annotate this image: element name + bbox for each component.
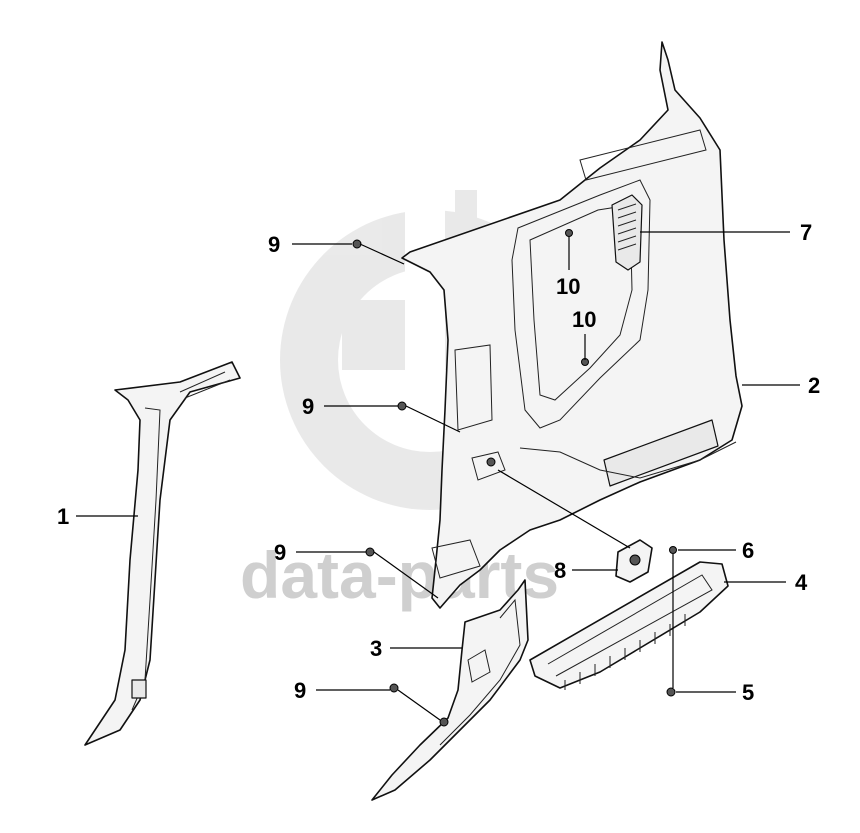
callout-9-a: 9 [268,232,280,257]
fastener-9-b [397,401,407,411]
clip-bracket [615,539,653,583]
callout-9-d: 9 [294,678,306,703]
fastener-10-a [565,229,573,237]
watermark-text: data-parts [240,538,559,612]
fastener-9-a [352,239,362,249]
lower-trim [371,579,529,801]
fastener-5 [666,687,676,697]
pillar-trim [84,361,241,746]
fastener-6 [669,546,677,554]
fastener-9-c [365,547,375,557]
quarter-trim-panel [401,41,743,609]
callout-10-b: 10 [572,307,596,332]
fastener-9-d [389,683,399,693]
callout-1: 1 [57,504,69,529]
callout-3: 3 [370,636,382,661]
callout-2: 2 [808,373,820,398]
callout-9-c: 9 [274,540,286,565]
leader-lines [76,231,800,721]
callout-10-a: 10 [556,274,580,299]
callout-9-b: 9 [302,394,314,419]
callout-8: 8 [554,558,566,583]
callout-5: 5 [742,680,754,705]
callout-4: 4 [795,570,808,595]
callout-7: 7 [800,220,812,245]
sill-plate [529,561,729,690]
callout-6: 6 [742,538,754,563]
